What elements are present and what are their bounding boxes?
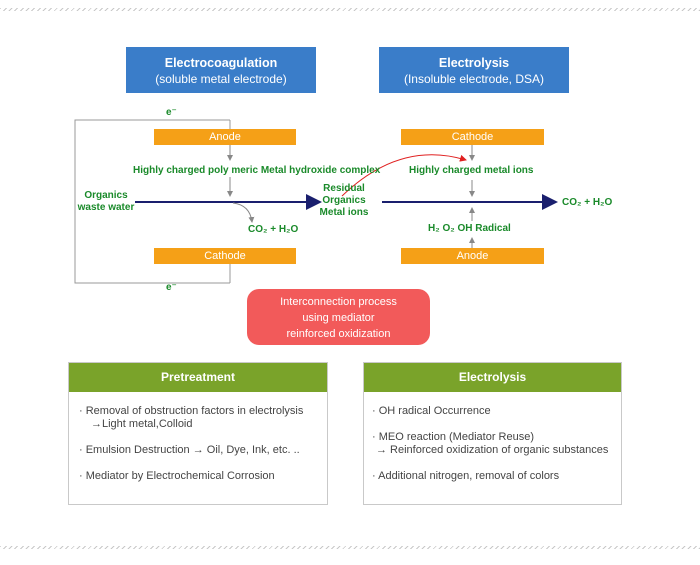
residual-line1: Residual [323, 183, 365, 194]
electrolysis-panel-title: Electrolysis [364, 363, 621, 392]
electrolysis-title: Electrolysis (Insoluble electrode, DSA) [379, 47, 569, 93]
right-cathode: Cathode [401, 129, 544, 145]
pretreatment-item-1-line2: →Light metal,Colloid [91, 418, 193, 430]
left-co2-label: CO₂ + H₂O [248, 224, 299, 235]
electron-top-label: e⁻ [166, 107, 177, 118]
electrolysis-item-1: · OH radical Occurrence [372, 405, 491, 417]
left-cathode: Cathode [154, 248, 296, 264]
diagram-connectors [74, 119, 558, 284]
electrocoagulation-title-sub: (soluble metal electrode) [155, 72, 287, 86]
complex-label: Highly charged poly meric Metal hydroxid… [133, 165, 381, 176]
electrolysis-item-2-line2: → Reinforced oxidization of organic subs… [376, 444, 609, 456]
interconnection-line2: using mediator [302, 312, 375, 324]
electrolysis-title-main: Electrolysis [438, 56, 510, 70]
input-label-line2: waste water [77, 202, 135, 213]
pretreatment-item-2: · Emulsion Destruction → Oil, Dye, Ink, … [79, 444, 300, 456]
left-anode: Anode [154, 129, 296, 145]
electrocoagulation-title-main: Electrocoagulation [164, 56, 278, 70]
pretreatment-item-1-line1: · Removal of obstruction factors in elec… [79, 405, 304, 417]
input-label: Organics waste water [76, 190, 136, 214]
residual-line3: Metal ions [319, 207, 369, 218]
electrolysis-panel: Electrolysis · OH radical Occurrence · M… [363, 362, 622, 505]
right-anode: Anode [401, 248, 544, 264]
residual-line2: Organics [322, 195, 366, 206]
electron-bottom-label: e⁻ [166, 282, 177, 293]
electrolysis-item-2-line1: · MEO reaction (Mediator Reuse) [372, 431, 534, 443]
metal-ions-label: Highly charged metal ions [409, 165, 534, 176]
interconnection-line3: reinforced oxidization [286, 328, 391, 340]
pretreatment-item-3: · Mediator by Electrochemical Corrosion [79, 470, 275, 482]
right-co2-label: CO₂ + H₂O [562, 197, 613, 208]
electrolysis-item-3: · Additional nitrogen, removal of colors [372, 470, 560, 482]
bottom-divider [0, 546, 700, 549]
residual-label: Residual Organics Metal ions [314, 183, 374, 219]
electrolysis-item-2: · MEO reaction (Mediator Reuse) → Reinfo… [372, 431, 608, 457]
circuit-wire [74, 119, 230, 284]
electrocoagulation-title: Electrocoagulation (soluble metal electr… [126, 47, 316, 93]
interconnection-line1: Interconnection process [280, 296, 397, 308]
pretreatment-item-1: · Removal of obstruction factors in elec… [79, 405, 303, 431]
pretreatment-panel: Pretreatment · Removal of obstruction fa… [68, 362, 328, 505]
interconnection-pill: Interconnection process using mediator r… [247, 289, 430, 345]
top-divider [0, 8, 700, 11]
pretreatment-title: Pretreatment [69, 363, 327, 392]
co2-curve-arrow [232, 202, 255, 223]
input-label-line1: Organics [84, 190, 128, 201]
red-curve-arrow [341, 154, 467, 197]
radical-label: H₂ O₂ OH Radical [428, 223, 511, 234]
electrolysis-title-sub: (Insoluble electrode, DSA) [403, 72, 545, 86]
